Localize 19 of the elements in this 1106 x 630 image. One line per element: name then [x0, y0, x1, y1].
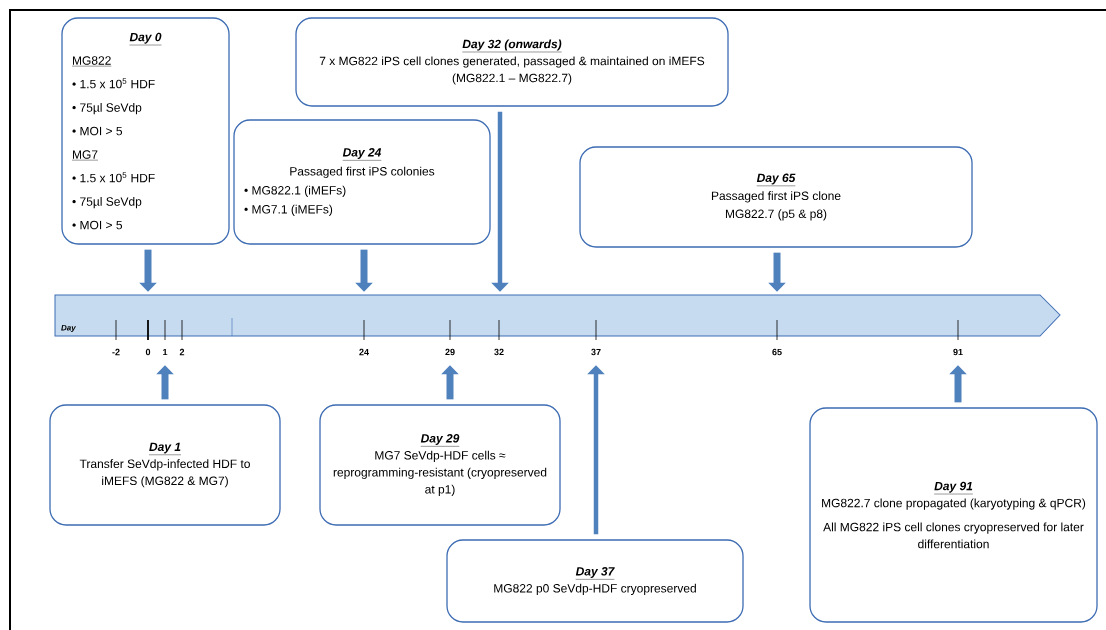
event-box: Day 1 Transfer SeVdp-infected HDF to iMEFS (MG822 & MG7): [49, 404, 281, 526]
tick-label: 32: [494, 348, 504, 356]
tick-label: -2: [112, 348, 120, 356]
timeline-bar: Day: [54, 294, 1061, 337]
event-box: Day 65 Passaged first iPS clone MG822.7 (p5 & p8): [579, 146, 973, 248]
tick-label: 1: [163, 348, 168, 356]
event-box: Day 24 Passaged first iPS colonies • MG822.1 (iMEFs) • MG7.1 (iMEFs): [233, 119, 491, 245]
event-box: Day 37 MG822 p0 SeVdp-HDF cryopreserved: [446, 539, 744, 623]
tick-label: 29: [445, 348, 455, 356]
event-box: Day 91 MG822.7 clone propagated (karyotyping & qPCR) All MG822 iPS cell clones cryopreserved for later differentiation: [809, 407, 1098, 623]
tick-label: 91: [953, 348, 963, 356]
event-box: Day 29 MG7 SeVdp-HDF cells ≈ reprogramming-resistant (cryopreserved at p1): [319, 404, 561, 526]
tick-label: 37: [591, 348, 601, 356]
event-box: Day 0 MG822 • 1.5 x 10$^{5}$ HDF • 75µl SeVdp • MOI > 5 MG7 • 1.5 x 10$^{5}$ HDF • 75µl SeVdp • MOI > 5: [61, 17, 230, 245]
tick-label: 24: [359, 348, 369, 356]
tick-label: 0: [145, 348, 151, 356]
tick-label: 2: [179, 348, 185, 356]
event-box: Day 32 (onwards) 7 x MG822 iPS cell clones generated, passaged & maintained on iMEFS (MG822.1 – MG822.7): [295, 17, 729, 107]
tick-label: 65: [772, 348, 782, 356]
